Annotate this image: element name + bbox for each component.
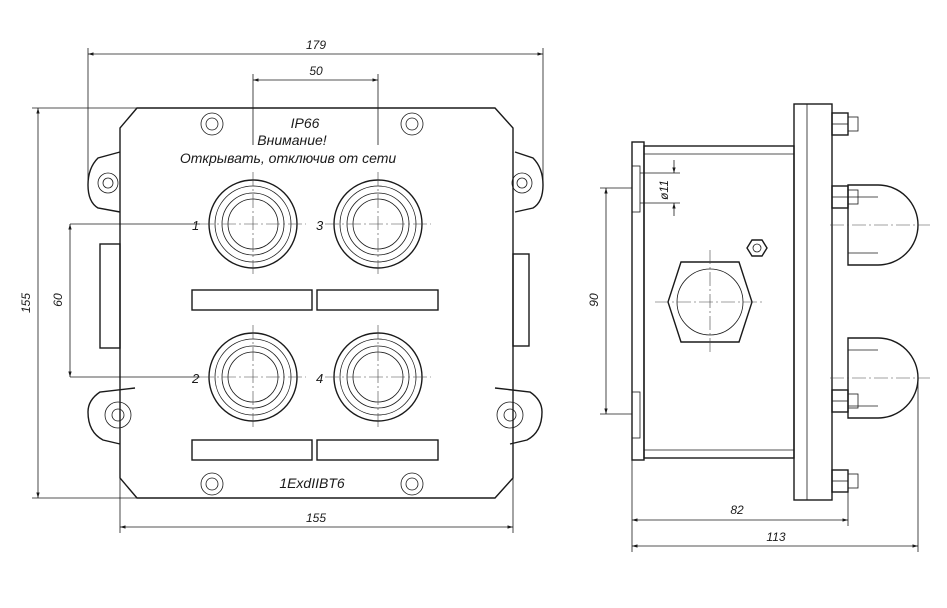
bolt-head [831, 389, 859, 413]
side-bracket-right [512, 253, 530, 347]
dimension-value: 179 [306, 38, 326, 52]
dimension-body-width: 155 [119, 478, 514, 533]
cover-screw [400, 472, 424, 496]
dome-gland-lower [830, 337, 930, 419]
dimension-value: 90 [587, 293, 601, 307]
ex-marking-note: 1ExdIIBT6 [279, 475, 345, 491]
ip-rating-note: IP66 [291, 115, 320, 131]
dimension-value: 50 [309, 64, 323, 78]
dimension-depth-total: 113 [632, 378, 919, 552]
cable-gland-2 [200, 325, 306, 429]
gland-label-3: 3 [316, 218, 324, 233]
ground-bolt [746, 239, 768, 257]
cover-screw [200, 112, 224, 136]
dimension-hole-diameter: ø11 [640, 160, 680, 216]
dome-gland-upper [830, 184, 930, 266]
label-plate [191, 289, 313, 311]
side-bracket-left [99, 243, 121, 349]
gland-label-2: 2 [191, 371, 200, 386]
gland-label-4: 4 [316, 371, 323, 386]
dimension-gland-spacing-h: 50 [252, 64, 379, 145]
enclosure-body [119, 107, 514, 499]
cable-gland-3 [325, 172, 431, 276]
mounting-ear-bottom-right [494, 387, 543, 445]
side-view: ø11 90 82 113 [587, 103, 930, 552]
label-plate [316, 289, 439, 311]
cable-gland-1 [200, 172, 306, 276]
instruction-note: Открывать, отключив от сети [180, 150, 397, 166]
front-view: 1 3 2 4 IP66 Внимание! Открывать, отключ… [19, 38, 544, 533]
dimension-value: 155 [306, 511, 326, 525]
mounting-ear-bottom-left [87, 387, 136, 445]
bolt-head [831, 112, 859, 136]
rear-plate [631, 141, 645, 461]
warning-note: Внимание! [257, 132, 326, 148]
cover-flange [793, 103, 833, 501]
dimension-depth-body: 82 [631, 460, 849, 552]
cover-screw [200, 472, 224, 496]
rear-bracket [631, 165, 641, 213]
dimension-mount-spacing: 90 [587, 187, 632, 415]
rear-bracket [631, 391, 641, 439]
dimension-value: 113 [766, 530, 785, 544]
gland-label-1: 1 [192, 218, 199, 233]
cable-gland-4 [325, 325, 431, 429]
dimension-value: 60 [51, 293, 65, 307]
cover-screw [400, 112, 424, 136]
dimension-overall-width: 179 [87, 38, 544, 180]
dimension-value: 155 [19, 293, 33, 313]
mounting-ear-top-right [511, 151, 544, 213]
label-plate [191, 439, 313, 461]
dimension-value: ø11 [657, 180, 671, 200]
side-hex-plug [655, 250, 765, 355]
mounting-ear-top-left [87, 151, 121, 213]
bolt-head [831, 469, 859, 493]
dimension-gland-spacing-v: 60 [51, 224, 72, 377]
label-plate [316, 439, 439, 461]
dimension-value: 82 [730, 503, 744, 517]
dimension-overall-height: 155 [19, 107, 137, 499]
